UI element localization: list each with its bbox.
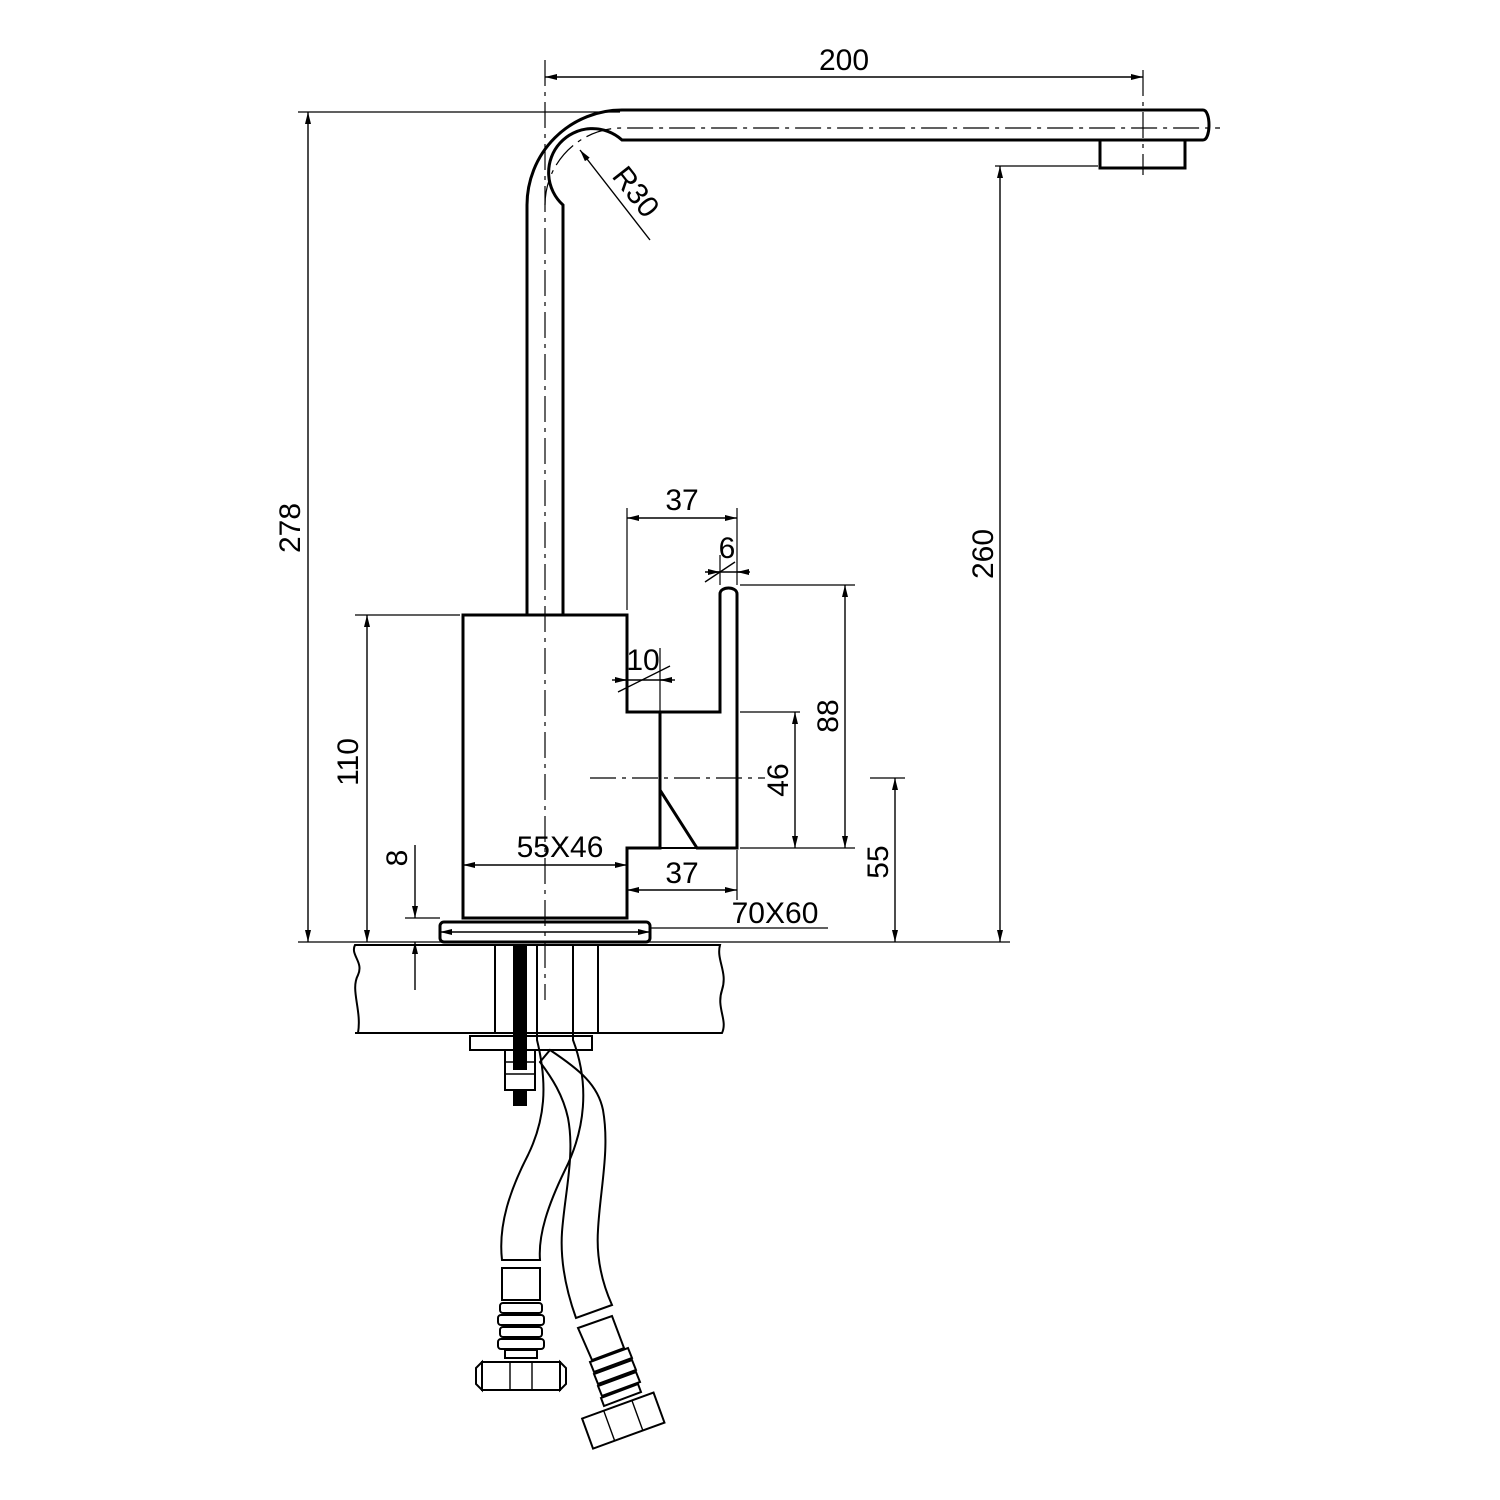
dim-handle-step: 10 [626, 644, 659, 677]
mounting-hardware [469, 945, 593, 1106]
dim-handle-height: 88 [812, 699, 845, 732]
dim-base-thickness: 8 [381, 850, 414, 867]
dim-handle-width: 6 [719, 532, 736, 565]
dim-handle-depth-bottom: 37 [665, 857, 698, 890]
dimension-labels: 200 278 260 110 8 R30 37 6 10 88 46 55 5… [274, 44, 1000, 930]
extension-lines [298, 111, 1098, 943]
dim-body-section: 55X46 [517, 831, 604, 864]
faucet-handle [658, 586, 739, 850]
dim-body-height: 110 [332, 738, 365, 786]
countertop-section [352, 944, 725, 1034]
dimension-lines [305, 74, 1143, 990]
dim-handle-depth-top: 37 [665, 484, 698, 517]
dim-handle-lower: 46 [762, 763, 795, 796]
supply-hose-left [475, 944, 585, 1393]
center-lines [544, 60, 1220, 1000]
supply-hose-right [538, 1048, 666, 1450]
dim-total-height: 278 [274, 503, 307, 553]
dim-handle-base-height: 55 [862, 845, 895, 878]
dim-spout-height: 260 [967, 529, 1000, 579]
dim-base-plate: 70X60 [732, 897, 819, 930]
dim-bend-radius: R30 [606, 160, 666, 224]
dim-spout-reach: 200 [819, 44, 869, 77]
